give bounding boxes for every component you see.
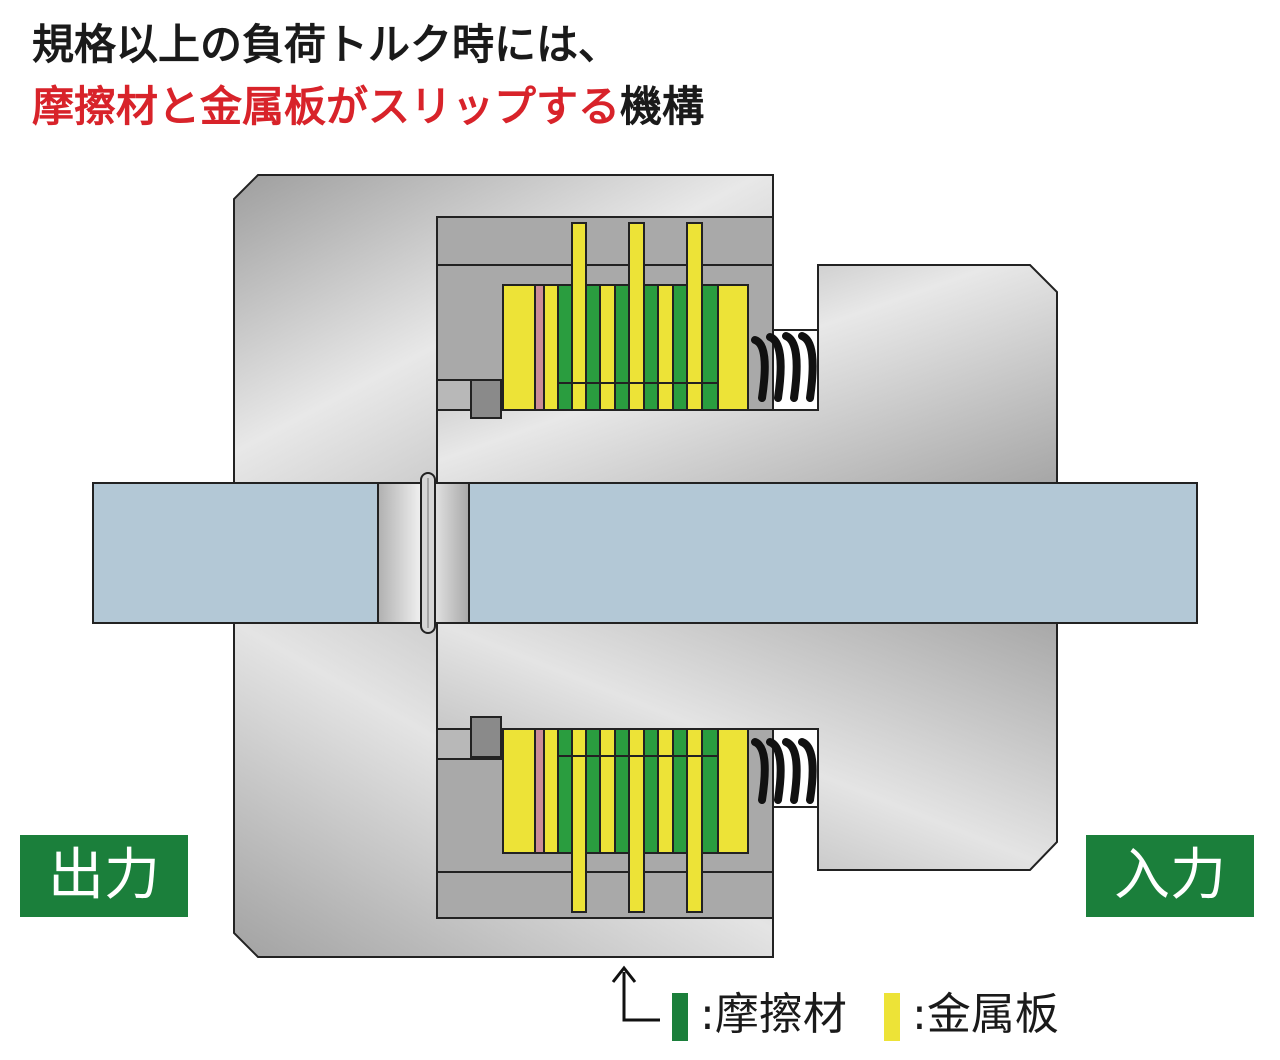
pointer-arrow xyxy=(611,965,660,1022)
shaft xyxy=(92,482,1198,624)
title-text-1: 規格以上の負荷トルク時には、 xyxy=(32,20,621,69)
legend-friction-swatch xyxy=(672,993,688,1041)
legend-friction-label: :摩擦材 xyxy=(700,989,847,1040)
pressure-plate-top xyxy=(502,284,536,411)
spring-bottom xyxy=(751,738,817,804)
end-plate-bottom xyxy=(717,728,749,854)
spring-top xyxy=(751,332,817,402)
title-line-2: 摩擦材と金属板がスリップする機構 xyxy=(32,82,704,132)
friction-disc-top-1 xyxy=(557,284,573,411)
title-rest-text: 機構 xyxy=(620,82,705,131)
legend-metal-label: :金属板 xyxy=(912,989,1059,1040)
end-plate-top xyxy=(717,284,749,411)
metal-plate-top-1 xyxy=(571,222,587,411)
metal-plate-top-2 xyxy=(628,222,645,411)
title-line-1: 規格以上の負荷トルク時には、 xyxy=(32,20,620,70)
output-label: 出力 xyxy=(20,835,188,917)
pink-layer-top xyxy=(534,284,545,411)
key-bottom xyxy=(470,716,502,758)
key-top xyxy=(470,379,502,419)
metal-plate-top-3 xyxy=(686,222,703,411)
title-accent-text: 摩擦材と金属板がスリップする xyxy=(32,82,621,131)
clutch-pack-bottom xyxy=(436,716,749,913)
pressure-plate-bottom xyxy=(502,728,536,854)
clutch-pack-top xyxy=(436,222,749,419)
legend-metal-swatch xyxy=(884,993,900,1041)
pink-layer-bottom xyxy=(534,728,545,854)
input-label: 入力 xyxy=(1086,835,1254,917)
